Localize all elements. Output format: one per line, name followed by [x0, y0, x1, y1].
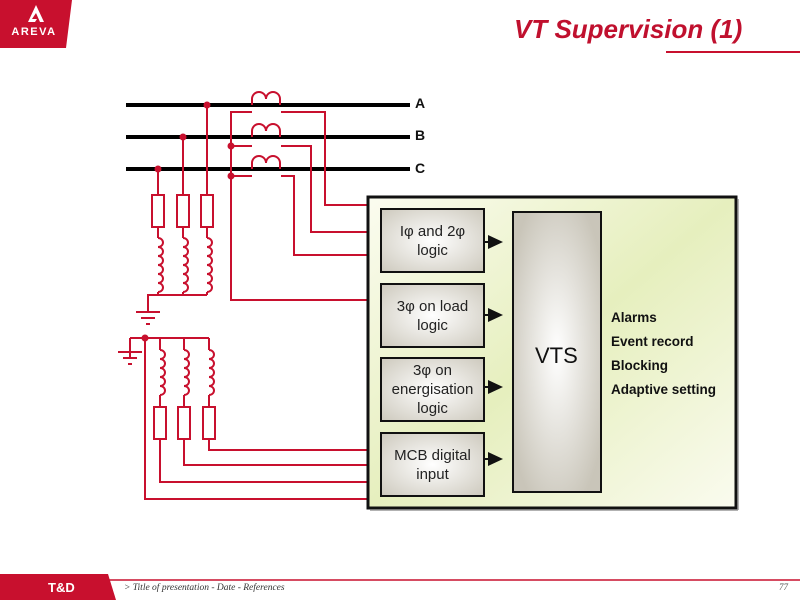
bus-label-c: C: [415, 160, 426, 176]
arrow-icon: [484, 235, 503, 249]
arrow-icon: [484, 452, 503, 466]
output-list: Alarms Event record Blocking Adaptive se…: [611, 306, 716, 402]
logic-label-4: MCB digital input: [394, 446, 471, 483]
resistor: [177, 406, 191, 440]
areva-a-icon: [28, 5, 44, 22]
coil: [159, 349, 166, 396]
coil: [206, 237, 213, 293]
junction-dots: [141, 101, 235, 342]
logic-box-3: [380, 357, 485, 422]
footer-graphics: [0, 574, 800, 600]
resistor: [153, 406, 167, 440]
logo-text: AREVA: [11, 26, 57, 38]
arrow-icon: [484, 308, 503, 322]
logic-box-1: [380, 208, 485, 273]
resistor: [202, 406, 216, 440]
coil: [183, 349, 190, 396]
areva-logo: [0, 0, 72, 48]
ct-coil-c: [251, 155, 281, 169]
logic-label-3: 3φ on energisation logic: [391, 362, 474, 417]
resistor: [200, 194, 214, 228]
wiring: [118, 91, 368, 500]
coil: [208, 349, 215, 396]
logic-box-4: [380, 432, 485, 497]
logic-box-2: [380, 283, 485, 348]
ct-coil-a: [251, 91, 281, 105]
bus-label-b: B: [415, 127, 426, 143]
arrow-icon: [484, 380, 503, 394]
resistor: [176, 194, 190, 228]
output-adaptive-setting: Adaptive setting: [611, 382, 717, 397]
busbars: [126, 103, 410, 171]
title-underline: [666, 51, 800, 53]
logic-label-2: 3φ on load logic: [396, 297, 469, 334]
vts-label: VTS: [535, 343, 578, 368]
output-blocking: Blocking: [611, 358, 669, 373]
ct-coil-b: [251, 123, 281, 137]
logic-label-1: Iφ and 2φ logic: [399, 222, 466, 259]
output-event-record: Event record: [611, 334, 694, 349]
coil: [182, 237, 189, 293]
footer-reference: > Title of presentation - Date - Referen…: [124, 583, 285, 593]
coil: [157, 237, 164, 293]
bus-label-a: A: [415, 95, 426, 111]
vts-block: [512, 211, 602, 493]
resistor: [151, 194, 165, 228]
slide-title: VT Supervision (1): [514, 14, 743, 44]
division-label: T&D: [48, 580, 75, 595]
page-number: 77: [779, 582, 788, 592]
arrows: [484, 235, 503, 466]
output-alarms: Alarms: [611, 310, 657, 325]
